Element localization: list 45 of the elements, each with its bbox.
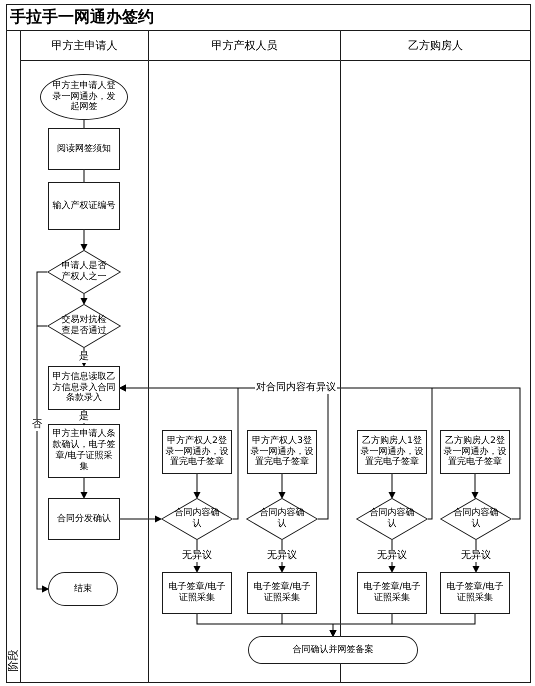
lane-header: 甲方主申请人 (50, 38, 118, 54)
decision-diamond: 交易对抗检查是否通过 (47, 304, 121, 348)
edge-label: 无异议 (266, 550, 298, 562)
decision-diamond: 申请人是否产权人之一 (47, 250, 121, 294)
edge-label: 否 (31, 419, 43, 431)
arrow (120, 516, 162, 522)
process-box: 电子签章/电子证照采集 (440, 572, 510, 614)
arrow (388, 474, 396, 499)
terminal-box: 合同确认并网签备案 (248, 636, 418, 664)
arrow (36, 326, 49, 592)
process-box: 阅读网签须知 (48, 128, 120, 170)
process-box: 电子签章/电子证照采集 (357, 572, 427, 614)
process-box: 电子签章/电子证照采集 (247, 572, 317, 614)
arrow (194, 474, 200, 499)
process-box: 甲方信息读取乙方信息录入合同条款录入 (48, 366, 120, 410)
edge-label: 无异议 (181, 550, 213, 562)
arrow (278, 474, 286, 499)
arrow (330, 614, 476, 637)
edge-label: 是 (78, 411, 90, 423)
process-box: 输入产权证编号 (48, 182, 120, 230)
decision-diamond: 合同内容确认 (356, 498, 428, 540)
process-box: 乙方购房人2登录一网通办，设置完电子签章 (440, 430, 510, 474)
process-box: 电子签章/电子证照采集 (162, 572, 232, 614)
process-box: 乙方购房人1登录一网通办，设置完电子签章 (357, 430, 427, 474)
arrow (80, 230, 88, 251)
arrow (472, 474, 478, 499)
decision-diamond: 合同内容确认 (440, 498, 512, 540)
decision-diamond: 合同内容确认 (161, 498, 233, 540)
title: 手拉手一网通办签约 (10, 6, 154, 28)
process-box: 甲方产权人2登录一网通办，设置完电子签章 (162, 430, 232, 474)
process-box: 甲方主申请人条款确认，电子签章/电子证照采集 (48, 424, 120, 478)
edge-label: 无异议 (460, 550, 492, 562)
edge-label: 无异议 (376, 550, 408, 562)
stage-label: 阶段 (6, 649, 20, 671)
edge-label: 是 (78, 351, 90, 363)
start-ellipse: 甲方主申请人登录一网通办，发起网签 (40, 74, 128, 120)
lane-header: 乙方购房人 (407, 38, 464, 54)
decision-diamond: 合同内容确认 (246, 498, 318, 540)
edge-label: 对合同内容有异议 (255, 382, 337, 394)
arrow (80, 294, 88, 305)
terminal-box: 结束 (48, 572, 118, 606)
arrow (80, 478, 88, 499)
process-box: 合同分发确认 (48, 498, 120, 540)
process-box: 甲方产权人3登录一网通办，设置完电子签章 (247, 430, 317, 474)
lane-header: 甲方产权人员 (210, 38, 278, 54)
